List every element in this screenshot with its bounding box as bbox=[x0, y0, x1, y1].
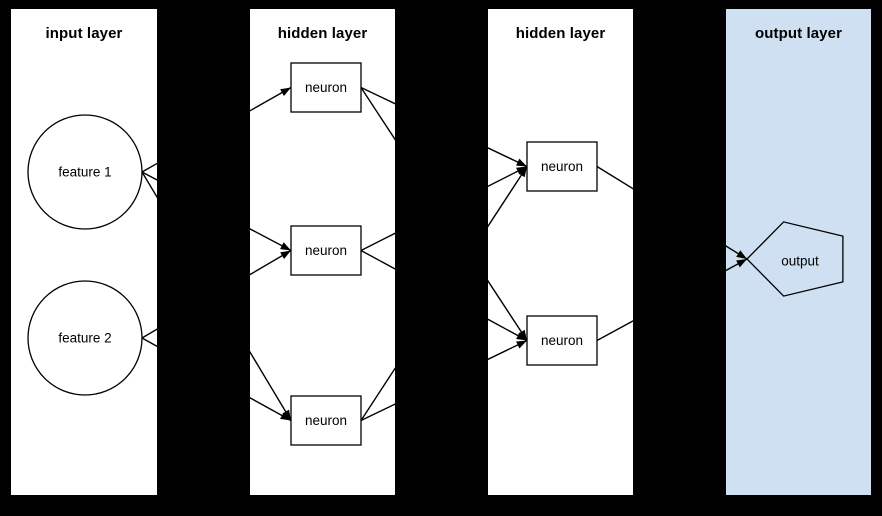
node-hidden-1-neuron-2[interactable] bbox=[290, 225, 362, 276]
layer-hidden-layer-2: hidden layer neuron neuron bbox=[487, 8, 634, 496]
connection-line bbox=[488, 318, 528, 342]
node-hidden-2-neuron-2[interactable] bbox=[526, 315, 598, 366]
connection-line bbox=[360, 403, 395, 422]
nodes-input-layer: feature 1 feature 2 bbox=[27, 114, 143, 396]
arrowhead bbox=[518, 166, 527, 178]
node-output-node[interactable] bbox=[746, 221, 844, 297]
arrowhead bbox=[736, 259, 747, 268]
node-hidden-2-neuron-1[interactable] bbox=[526, 141, 598, 192]
arrowhead bbox=[518, 329, 527, 341]
connection-line bbox=[250, 350, 292, 421]
layer-output-layer: output layer output bbox=[725, 8, 872, 496]
connection-line bbox=[360, 249, 395, 270]
connection-line bbox=[360, 86, 395, 105]
arrowhead bbox=[736, 250, 747, 259]
connection-line bbox=[250, 228, 292, 252]
layer-hidden-layer-1: hidden layer neuron neuron neuron bbox=[249, 8, 396, 496]
arrowhead bbox=[516, 332, 527, 341]
arrowhead bbox=[280, 412, 291, 421]
node-feature-1[interactable] bbox=[27, 114, 143, 230]
arrowhead bbox=[280, 242, 291, 251]
nodes-hidden-layer-1: neuron neuron neuron bbox=[290, 62, 362, 446]
layer-title-hidden-layer-1: hidden layer bbox=[277, 25, 368, 42]
node-label-feature-1: feature 1 bbox=[58, 165, 111, 180]
arrowhead bbox=[516, 158, 527, 167]
node-hidden-1-neuron-3[interactable] bbox=[290, 395, 362, 446]
connection-line bbox=[596, 320, 633, 342]
layer-title-hidden-layer-2: hidden layer bbox=[515, 25, 606, 42]
node-label-hidden-2-neuron-1: neuron bbox=[541, 159, 583, 174]
connection-line bbox=[488, 165, 528, 188]
arrowhead bbox=[282, 409, 291, 421]
layer-title-input-layer: input layer bbox=[45, 25, 123, 42]
node-label-hidden-1-neuron-1: neuron bbox=[305, 80, 347, 95]
node-label-hidden-1-neuron-3: neuron bbox=[305, 413, 347, 428]
node-label-hidden-1-neuron-2: neuron bbox=[305, 243, 347, 258]
connection-line bbox=[250, 249, 292, 276]
arrowhead bbox=[280, 87, 291, 96]
layer-title-output-layer: output layer bbox=[754, 25, 843, 42]
connection-line bbox=[488, 339, 528, 361]
connection-line bbox=[360, 87, 395, 141]
connection-line bbox=[596, 165, 633, 190]
edges-hidden-layer-1 bbox=[250, 86, 395, 422]
connection-line bbox=[250, 396, 292, 422]
connection-line bbox=[360, 367, 395, 421]
edges-output-layer bbox=[726, 245, 748, 272]
connection-line bbox=[488, 166, 528, 228]
edges-hidden-layer-2 bbox=[488, 147, 633, 361]
arrowhead bbox=[516, 340, 527, 349]
connection-line bbox=[488, 279, 528, 341]
layer-input-layer: input layer feature 1 feature 2 bbox=[10, 8, 158, 496]
nodes-hidden-layer-2: neuron neuron bbox=[526, 141, 598, 366]
node-label-feature-2: feature 2 bbox=[58, 331, 111, 346]
connection-line bbox=[360, 232, 395, 252]
connection-line bbox=[488, 147, 528, 168]
arrowhead bbox=[280, 250, 291, 260]
node-hidden-1-neuron-1[interactable] bbox=[290, 62, 362, 113]
node-label-hidden-2-neuron-2: neuron bbox=[541, 333, 583, 348]
connection-line bbox=[250, 86, 292, 112]
nodes-output-layer: output bbox=[746, 221, 844, 297]
node-feature-2[interactable] bbox=[27, 280, 143, 396]
node-label-output-node: output bbox=[781, 254, 819, 269]
